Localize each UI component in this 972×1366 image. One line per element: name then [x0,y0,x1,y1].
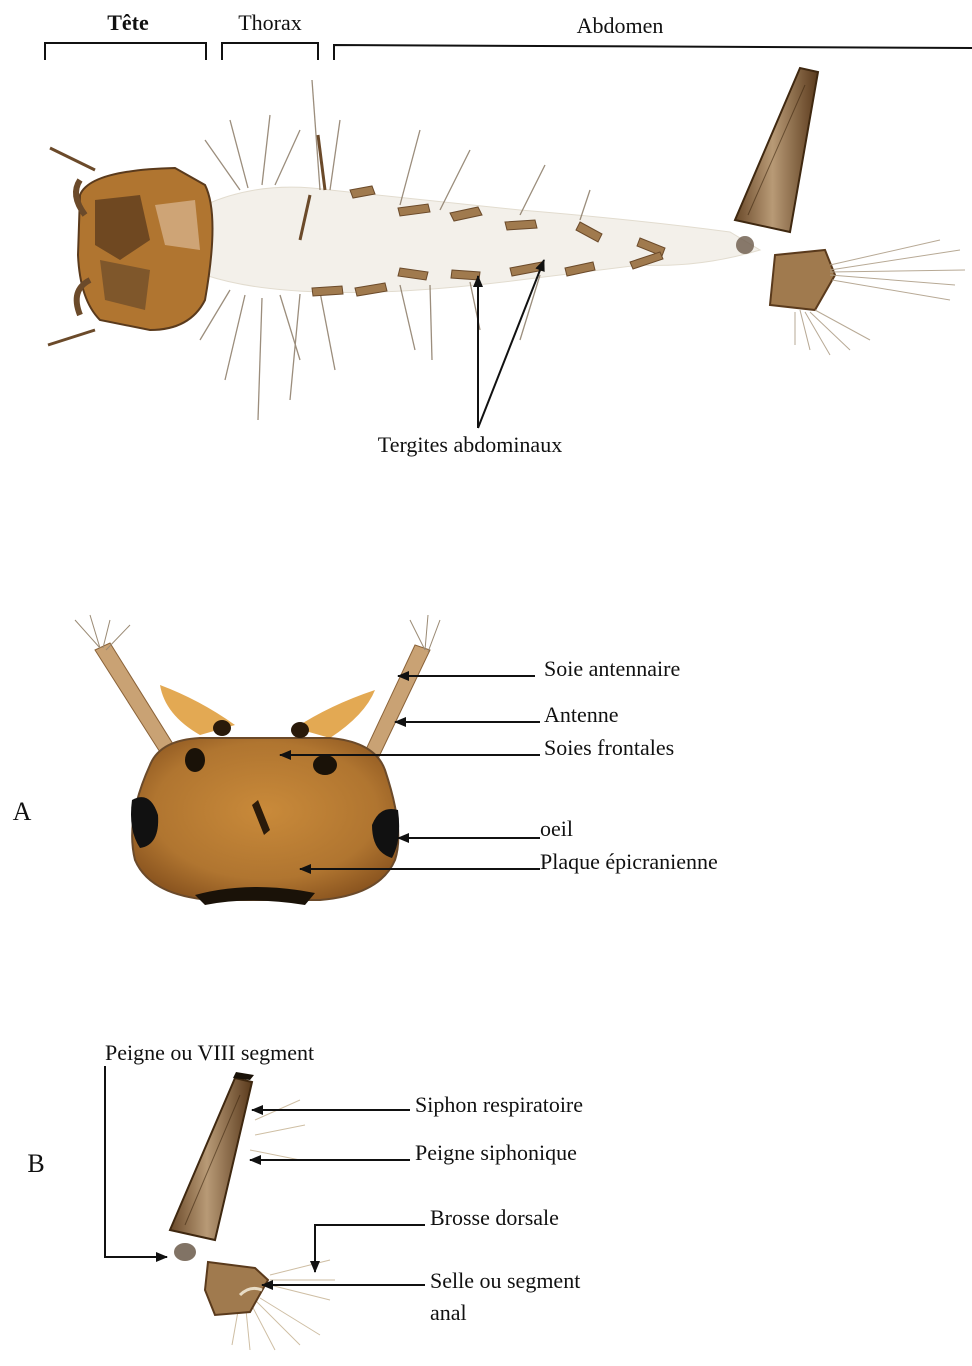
terminal-pointers [105,1066,425,1285]
label-abdomen: Abdomen [577,13,664,38]
label-oeil: oeil [540,816,573,841]
label-selle-line1: Selle ou segment [430,1268,580,1293]
panel-a-letter: A [13,797,32,826]
label-peigne-viii: Peigne ou VIII segment [105,1040,314,1065]
region-brackets [45,43,972,60]
label-antenne: Antenne [544,702,619,727]
label-soies-frontales: Soies frontales [544,735,674,760]
label-siphon-respiratoire: Siphon respiratoire [415,1092,583,1117]
bracket-thorax [222,43,318,60]
label-thorax: Thorax [238,10,302,35]
label-selle-line2: anal [430,1300,467,1325]
bracket-abdomen [334,45,972,60]
panel-b-letter: B [27,1149,44,1178]
head-image [75,615,440,905]
label-peigne-siphonique: Peigne siphonique [415,1140,577,1165]
terminal-segments-image [170,1072,335,1350]
label-tergites: Tergites abdominaux [378,432,562,457]
larva-whole-image [48,68,965,420]
label-tete: Tête [107,10,149,35]
bracket-tete [45,43,206,60]
tergites-pointers [478,260,544,428]
label-soie-antennaire: Soie antennaire [544,656,680,681]
label-brosse-dorsale: Brosse dorsale [430,1205,559,1230]
label-plaque-epicranienne: Plaque épicranienne [540,849,718,874]
